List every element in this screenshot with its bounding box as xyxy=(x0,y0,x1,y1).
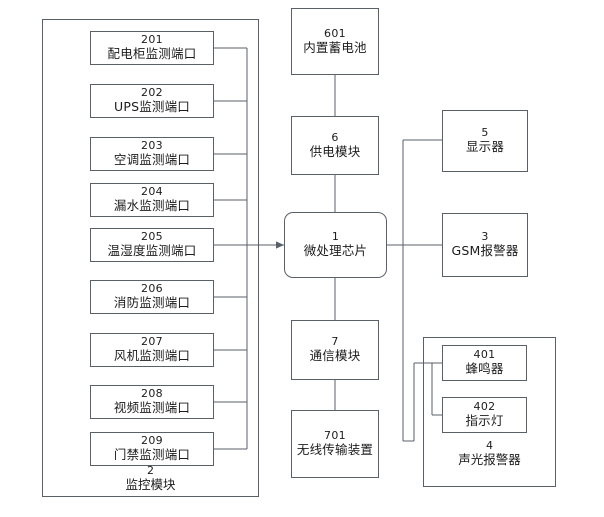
battery-number: 601 xyxy=(324,26,346,40)
wireless-device-label: 无线传输装置 xyxy=(296,442,374,458)
port-209-label: 门禁监测端口 xyxy=(113,447,191,463)
port-209-access-control[interactable]: 209 门禁监测端口 xyxy=(90,432,214,466)
port-203-number: 203 xyxy=(141,139,163,153)
indicator-light-number: 402 xyxy=(473,400,496,414)
port-204-label: 漏水监测端口 xyxy=(113,198,191,214)
microprocessor-1[interactable]: 1 微处理芯片 xyxy=(284,212,387,278)
port-202-ups[interactable]: 202 UPS监测端口 xyxy=(90,84,214,118)
audible-visual-alarm-label: 声光报警器 xyxy=(458,451,521,467)
buzzer-label: 蜂鸣器 xyxy=(465,361,504,377)
port-206-number: 206 xyxy=(141,282,163,296)
monitoring-module-label: 监控模块 xyxy=(125,476,176,492)
port-205-temperature-humidity[interactable]: 205 温湿度监测端口 xyxy=(90,228,214,262)
comm-module-7[interactable]: 7 通信模块 xyxy=(291,320,379,380)
gsm-alarm-label: GSM报警器 xyxy=(451,243,519,259)
port-204-water-leak[interactable]: 204 漏水监测端口 xyxy=(90,183,214,217)
port-208-video[interactable]: 208 视频监测端口 xyxy=(90,385,214,419)
port-205-number: 205 xyxy=(141,230,163,244)
port-205-label: 温湿度监测端口 xyxy=(107,243,197,259)
wireless-device-number: 701 xyxy=(324,429,346,443)
audible-visual-alarm-number: 4 xyxy=(486,439,493,452)
audible-visual-alarm-group xyxy=(423,337,556,487)
comm-module-label: 通信模块 xyxy=(309,348,361,364)
port-201-label: 配电柜监测端口 xyxy=(107,46,197,62)
port-207-label: 风机监测端口 xyxy=(113,348,191,364)
indicator-light-label: 指示灯 xyxy=(465,413,504,429)
buzzer-number: 401 xyxy=(473,348,496,362)
audible-visual-alarm-caption: 4 声光报警器 xyxy=(423,439,556,468)
port-207-number: 207 xyxy=(141,335,163,349)
power-module-6[interactable]: 6 供电模块 xyxy=(291,116,379,175)
power-module-number: 6 xyxy=(331,130,339,144)
monitoring-module-group xyxy=(42,19,259,497)
wireless-device-701[interactable]: 701 无线传输装置 xyxy=(291,410,379,478)
gsm-alarm-number: 3 xyxy=(481,230,489,244)
monitoring-module-caption: 2 监控模块 xyxy=(42,464,259,493)
port-204-number: 204 xyxy=(141,185,163,199)
port-206-label: 消防监测端口 xyxy=(113,295,191,311)
port-203-label: 空调监测端口 xyxy=(113,152,191,168)
buzzer-401[interactable]: 401 蜂鸣器 xyxy=(442,345,527,381)
port-208-label: 视频监测端口 xyxy=(113,400,191,416)
port-206-fire-protection[interactable]: 206 消防监测端口 xyxy=(90,280,214,314)
port-203-air-conditioner[interactable]: 203 空调监测端口 xyxy=(90,137,214,171)
display-number: 5 xyxy=(481,126,489,140)
port-202-label: UPS监测端口 xyxy=(113,99,191,115)
battery-label: 内置蓄电池 xyxy=(303,39,367,55)
gsm-alarm-3[interactable]: 3 GSM报警器 xyxy=(442,213,528,277)
battery-601[interactable]: 601 内置蓄电池 xyxy=(291,8,379,75)
port-207-fan[interactable]: 207 风机监测端口 xyxy=(90,333,214,367)
port-201-power-cabinet[interactable]: 201 配电柜监测端口 xyxy=(90,31,214,65)
monitoring-module-number: 2 xyxy=(147,464,154,477)
power-module-label: 供电模块 xyxy=(309,143,361,159)
indicator-light-402[interactable]: 402 指示灯 xyxy=(442,397,527,433)
comm-module-number: 7 xyxy=(331,335,339,349)
display-5[interactable]: 5 显示器 xyxy=(442,110,528,172)
display-label: 显示器 xyxy=(465,139,505,155)
port-202-number: 202 xyxy=(141,86,163,100)
port-201-number: 201 xyxy=(141,33,163,47)
port-208-number: 208 xyxy=(141,387,163,401)
microprocessor-label: 微处理芯片 xyxy=(303,243,368,259)
microprocessor-number: 1 xyxy=(331,230,340,244)
port-209-number: 209 xyxy=(141,434,163,448)
